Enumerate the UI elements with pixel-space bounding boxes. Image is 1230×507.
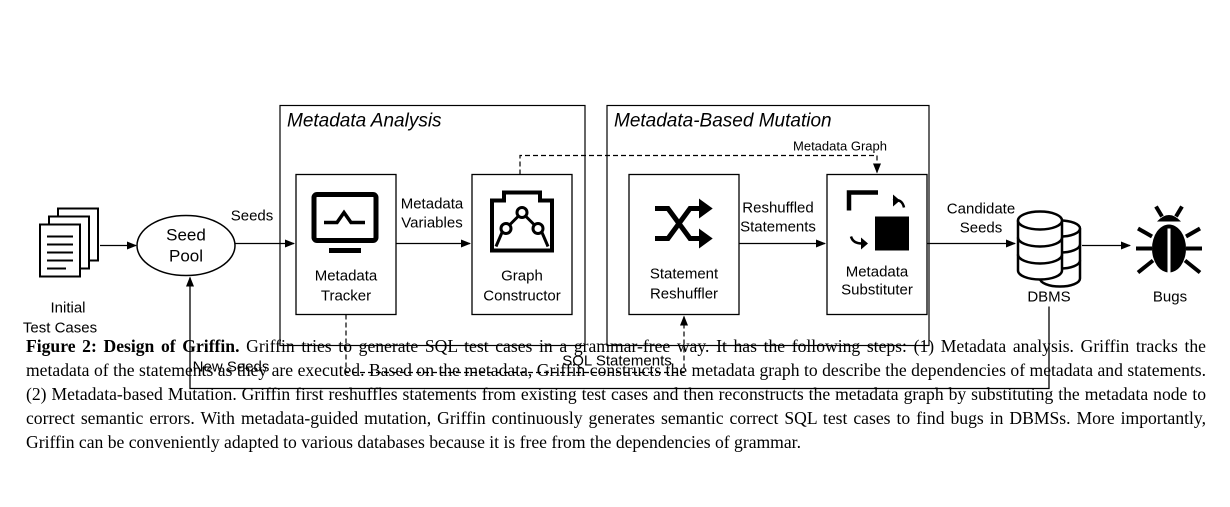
shuffle-icon: [655, 198, 713, 249]
candidate-seeds-edge-label: Candidate: [947, 201, 1015, 218]
reshuffled-statements-edge-label: Reshuffled: [742, 200, 813, 217]
metadata-variables-edge-label: Metadata: [401, 196, 464, 213]
bugs-label: Bugs: [1153, 289, 1187, 306]
graph-constructor-node: [471, 173, 573, 316]
caption-text: Griffin tries to generate SQL test cases…: [26, 336, 1206, 452]
seed-pool-node: [136, 214, 236, 277]
reshuffled-statements-edge-label-2: Statements: [740, 219, 816, 236]
document-stack-icon: [39, 207, 99, 278]
graph-icon: [490, 190, 554, 253]
graph-constructor-label: Graph: [501, 268, 543, 285]
bug-icon: [1136, 205, 1202, 275]
substitute-icon: [846, 190, 909, 251]
database-icon: [1016, 210, 1082, 288]
graph-constructor-label-2: Constructor: [483, 288, 561, 305]
metadata-analysis-section: [279, 104, 586, 347]
dashed-edges: [345, 154, 881, 374]
seeds-edge-label: Seeds: [231, 208, 274, 225]
metadata-tracker-label-2: Tracker: [321, 288, 371, 305]
initial-test-cases-label: Initial: [50, 300, 85, 317]
new-seeds-edge-label: New Seeds: [193, 359, 270, 376]
initial-test-cases-label-2: Test Cases: [23, 320, 97, 337]
metadata-variables-edge-label-2: Variables: [401, 215, 462, 232]
metadata-mutation-section: [606, 104, 930, 347]
statement-reshuffler-node: [628, 173, 740, 316]
metadata-mutation-title: Metadata-Based Mutation: [614, 111, 832, 132]
seed-pool-label: Seed: [166, 226, 206, 245]
candidate-seeds-edge-label-2: Seeds: [960, 220, 1003, 237]
seed-pool-label-2: Pool: [169, 247, 203, 266]
monitor-icon: [311, 192, 379, 253]
metadata-tracker-label: Metadata: [315, 268, 378, 285]
metadata-graph-edge-label: Metadata Graph: [793, 139, 887, 154]
metadata-substituter-label: Metadata: [846, 264, 909, 281]
figure-caption: Figure 2: Design of Griffin. Griffin tri…: [26, 334, 1206, 454]
metadata-substituter-label-2: Substituter: [841, 282, 913, 299]
figure-label: Figure 2: Design of Griffin.: [26, 336, 240, 356]
solid-edges: [100, 239, 1131, 390]
statement-reshuffler-label: Statement: [650, 266, 719, 283]
statement-reshuffler-label-2: Reshuffler: [650, 286, 718, 303]
dbms-label: DBMS: [1027, 289, 1070, 306]
sql-statements-edge-label: SQL Statements: [562, 353, 672, 370]
metadata-analysis-title: Metadata Analysis: [287, 111, 442, 132]
